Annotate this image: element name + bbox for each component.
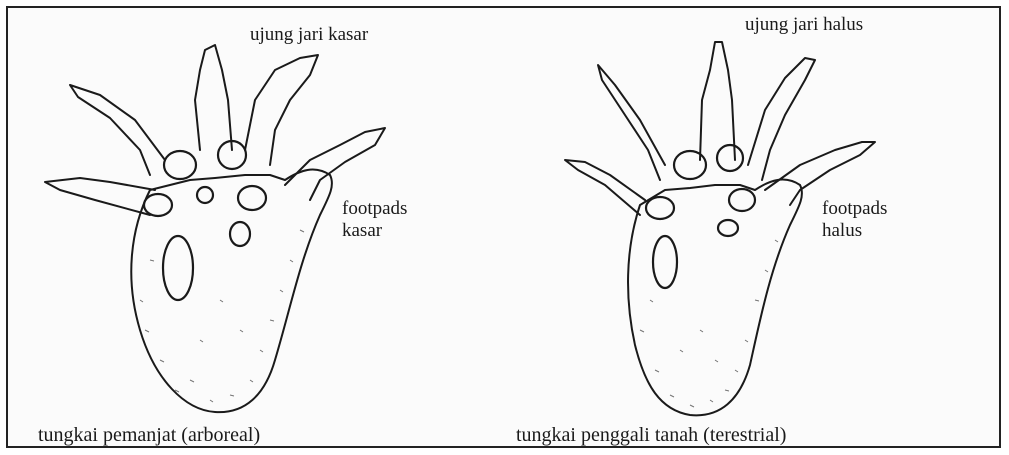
left-footpads-line1: footpads <box>342 198 407 220</box>
left-caption: tungkai pemanjat (arboreal) <box>38 424 260 447</box>
right-foot-digit-3 <box>700 42 735 160</box>
right-footpads-label: footpads halus <box>822 198 887 242</box>
right-footpad <box>674 151 706 179</box>
left-footpads-line2: kasar <box>342 220 407 242</box>
right-foot-digit-1 <box>565 160 645 215</box>
right-footpad <box>653 236 677 288</box>
right-footpad <box>646 197 674 219</box>
left-tip-label: ujung jari kasar <box>250 24 368 46</box>
right-caption: tungkai penggali tanah (terestrial) <box>516 424 786 447</box>
right-footpad <box>729 189 755 211</box>
left-footpads-label: footpads kasar <box>342 198 407 242</box>
right-tip-label: ujung jari halus <box>745 14 863 36</box>
right-foot-digit-4 <box>748 58 815 180</box>
right-foot-digit-2 <box>598 65 665 180</box>
right-footpad <box>718 220 738 236</box>
right-footpads-line1: footpads <box>822 198 887 220</box>
right-footpad <box>717 145 743 171</box>
right-foot-palm <box>628 180 802 416</box>
right-foot-digit-5 <box>765 142 875 205</box>
right-footpads-line2: halus <box>822 220 887 242</box>
